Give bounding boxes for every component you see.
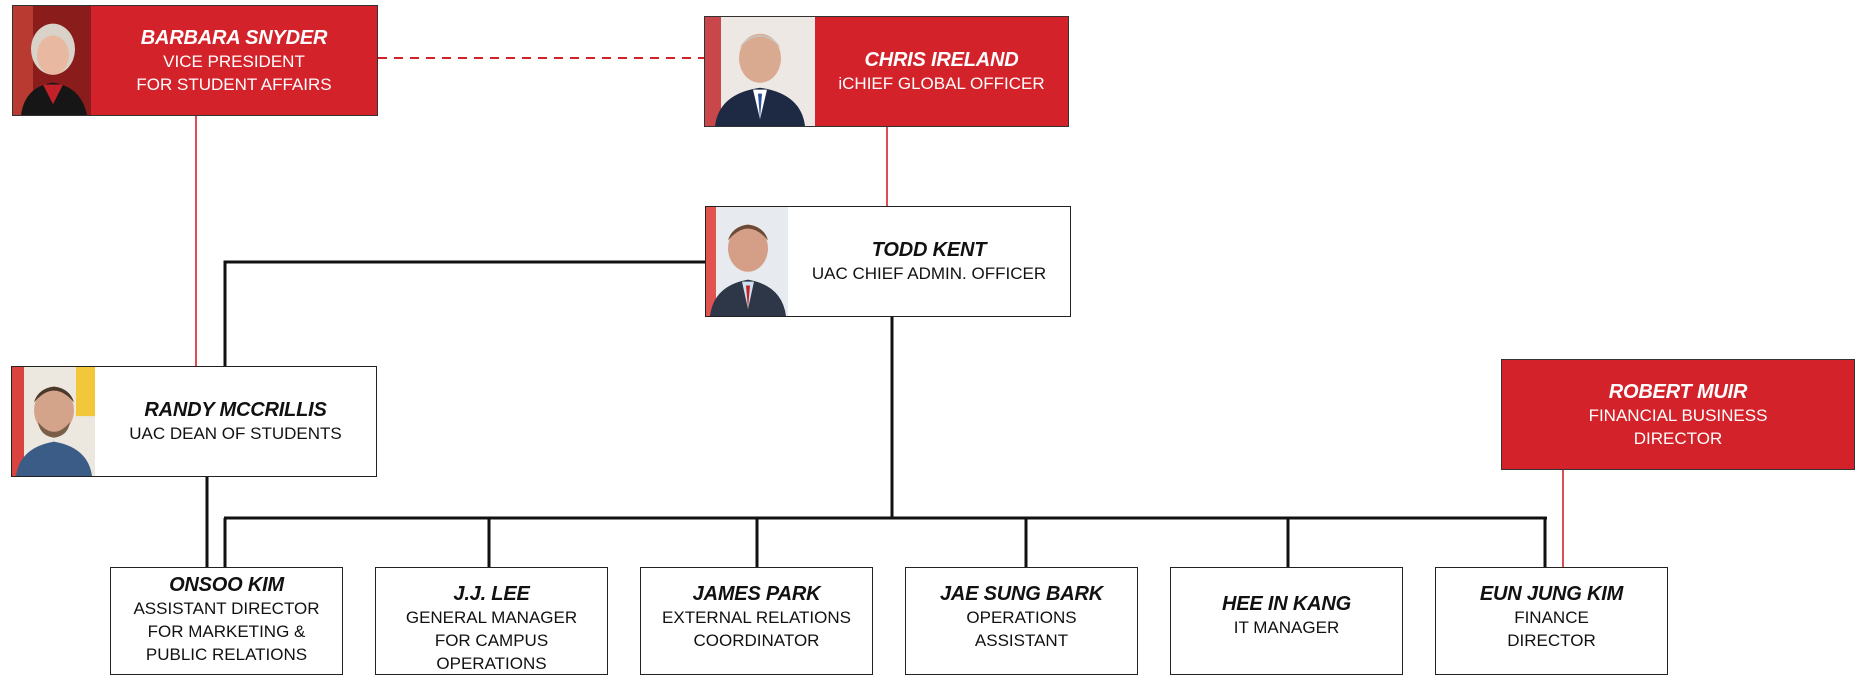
person-name: BARBARA SNYDER [140,26,328,49]
james-park-text: JAMES PARK EXTERNAL RELATIONS COORDINATO… [641,568,872,674]
person-title: OPERATIONS [966,608,1077,627]
todd-kent-text: TODD KENT UAC CHIEF ADMIN. OFFICER [788,207,1070,316]
chris-ireland-photo [705,17,815,126]
person-title: COORDINATOR [693,631,820,650]
person-title: PUBLIC RELATIONS [145,645,308,664]
node-barbara-snyder[interactable]: BARBARA SNYDER VICE PRESIDENT FOR STUDEN… [12,5,378,116]
chris-ireland-text: CHRIS IRELAND iCHIEF GLOBAL OFFICER [815,17,1068,126]
person-name: HEE IN KANG [1222,593,1351,615]
person-title: EXTERNAL RELATIONS [662,608,851,627]
robert-muir-text: ROBERT MUIR FINANCIAL BUSINESS DIRECTOR [1502,360,1854,469]
person-title: ASSISTANT [974,631,1069,650]
node-james-park[interactable]: JAMES PARK EXTERNAL RELATIONS COORDINATO… [640,567,873,675]
person-title: VICE PRESIDENT [163,51,305,71]
line-todd-randy [223,260,706,366]
node-robert-muir[interactable]: ROBERT MUIR FINANCIAL BUSINESS DIRECTOR [1501,359,1855,470]
person-name: CHRIS IRELAND [864,49,1019,71]
randy-mccrillis-photo [12,367,95,476]
person-name: ROBERT MUIR [1608,380,1748,403]
person-title: DIRECTOR [1507,631,1596,650]
jj-lee-text: J.J. LEE GENERAL MANAGER FOR CAMPUS OPER… [376,568,607,674]
person-title: UAC CHIEF ADMIN. OFFICER [811,264,1047,283]
person-title: FOR CAMPUS OPERATIONS [434,631,549,673]
node-chris-ireland[interactable]: CHRIS IRELAND iCHIEF GLOBAL OFFICER [704,16,1069,127]
person-title: ASSISTANT DIRECTOR [133,599,320,618]
person-title: DIRECTOR [1633,428,1723,448]
hee-in-kang-text: HEE IN KANG IT MANAGER [1171,568,1402,674]
barbara-snyder-photo [13,6,91,115]
person-name: ONSOO KIM [169,574,284,596]
person-title: iCHIEF GLOBAL OFFICER [838,74,1045,93]
node-todd-kent[interactable]: TODD KENT UAC CHIEF ADMIN. OFFICER [705,206,1071,317]
person-title: GENERAL MANAGER [405,608,578,627]
person-title: FOR STUDENT AFFAIRS [136,74,332,94]
person-name: JAE SUNG BARK [940,583,1103,605]
node-jae-sung-bark[interactable]: JAE SUNG BARK OPERATIONS ASSISTANT [905,567,1138,675]
node-hee-in-kang[interactable]: HEE IN KANG IT MANAGER [1170,567,1403,675]
person-name: J.J. LEE [453,583,530,605]
person-title: FINANCIAL BUSINESS [1588,405,1768,425]
jae-sung-bark-text: JAE SUNG BARK OPERATIONS ASSISTANT [906,568,1137,674]
person-title: FINANCE [1514,608,1589,627]
onsoo-kim-text: ONSOO KIM ASSISTANT DIRECTOR FOR MARKETI… [111,568,342,674]
person-title: UAC DEAN OF STUDENTS [129,424,342,443]
person-name: TODD KENT [871,239,987,261]
barbara-snyder-text: BARBARA SNYDER VICE PRESIDENT FOR STUDEN… [91,6,377,115]
node-jj-lee[interactable]: J.J. LEE GENERAL MANAGER FOR CAMPUS OPER… [375,567,608,675]
person-title: FOR MARKETING & [147,622,306,641]
eun-jung-kim-text: EUN JUNG KIM FINANCE DIRECTOR [1436,568,1667,674]
person-title: IT MANAGER [1233,618,1340,637]
node-randy-mccrillis[interactable]: RANDY MCCRILLIS UAC DEAN OF STUDENTS [11,366,377,477]
node-onsoo-kim[interactable]: ONSOO KIM ASSISTANT DIRECTOR FOR MARKETI… [110,567,343,675]
todd-kent-photo [706,207,788,316]
randy-mccrillis-text: RANDY MCCRILLIS UAC DEAN OF STUDENTS [95,367,376,476]
node-eun-jung-kim[interactable]: EUN JUNG KIM FINANCE DIRECTOR [1435,567,1668,675]
person-name: JAMES PARK [692,583,821,605]
person-name: EUN JUNG KIM [1479,583,1624,605]
person-name: RANDY MCCRILLIS [144,399,327,421]
